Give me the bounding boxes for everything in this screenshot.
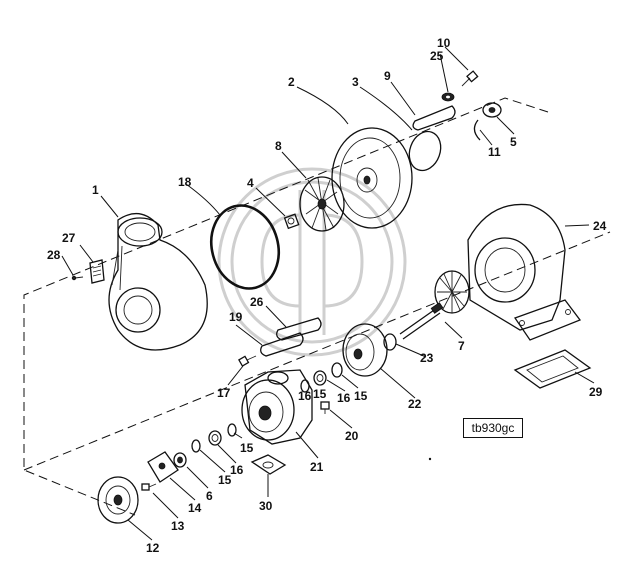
stray-mark bbox=[428, 457, 432, 461]
gasket-part-30 bbox=[250, 454, 287, 475]
collar-part-5 bbox=[482, 102, 502, 118]
callout-26: 26 bbox=[250, 295, 264, 309]
callout-5: 5 bbox=[510, 135, 517, 149]
piston-ring-part-23 bbox=[383, 333, 397, 351]
snap-ring-part-15-upper-a bbox=[300, 379, 310, 393]
callout-21: 21 bbox=[310, 460, 324, 474]
callout-30: 30 bbox=[259, 499, 273, 513]
compressor-wheel-part-8 bbox=[299, 176, 345, 232]
compressor-housing-part-1 bbox=[108, 213, 208, 351]
callout-7: 7 bbox=[458, 339, 465, 353]
clamp-part-9 bbox=[412, 105, 456, 131]
callout-labels: 1 2 3 4 5 6 7 8 9 10 11 12 13 14 15 15 1… bbox=[47, 36, 607, 555]
o-ring-part-18 bbox=[210, 204, 280, 290]
snap-ring-part-15-upper-b bbox=[331, 362, 343, 378]
washer-part-25 bbox=[441, 92, 455, 102]
snap-ring-part-11 bbox=[473, 119, 481, 141]
backplate-part-2 bbox=[331, 127, 413, 229]
thrust-bearing-part-14 bbox=[147, 451, 179, 483]
capscrew-part-13 bbox=[141, 483, 157, 491]
callout-6: 6 bbox=[206, 489, 213, 503]
callout-16-a: 16 bbox=[337, 391, 351, 405]
drive-screw-part-28 bbox=[71, 275, 84, 281]
callout-11: 11 bbox=[488, 145, 501, 159]
callout-17: 17 bbox=[217, 386, 231, 400]
turbine-shaft-part-7 bbox=[399, 270, 470, 340]
callout-24: 24 bbox=[593, 219, 607, 233]
callout-2: 2 bbox=[288, 75, 295, 89]
callout-15-c: 15 bbox=[240, 441, 254, 455]
callout-19: 19 bbox=[229, 310, 243, 324]
watermark-logo bbox=[217, 167, 407, 357]
plate-part-19 bbox=[260, 332, 304, 357]
turbine-housing-part-24 bbox=[467, 203, 582, 341]
insert-part-12 bbox=[97, 476, 139, 524]
callout-8: 8 bbox=[275, 139, 282, 153]
callout-9: 9 bbox=[384, 69, 391, 83]
callout-1: 1 bbox=[92, 183, 99, 197]
callout-29: 29 bbox=[589, 385, 603, 399]
callout-15-a: 15 bbox=[354, 389, 368, 403]
callout-15-d: 15 bbox=[218, 473, 232, 487]
callout-10: 10 bbox=[437, 36, 451, 50]
callout-leaders bbox=[61, 46, 595, 541]
callout-16-c: 16 bbox=[298, 389, 312, 403]
callout-20: 20 bbox=[345, 429, 359, 443]
nut-part-4 bbox=[283, 213, 300, 230]
callout-15-b: 15 bbox=[313, 387, 327, 401]
assembly-centerline bbox=[23, 97, 611, 516]
callout-3: 3 bbox=[352, 75, 359, 89]
clamp-part-26 bbox=[276, 317, 322, 341]
callout-14: 14 bbox=[188, 501, 202, 515]
capscrew-part-17 bbox=[238, 355, 257, 367]
callout-13: 13 bbox=[171, 519, 185, 533]
snap-ring-part-15-lower-a bbox=[227, 423, 237, 437]
data-plate-part-27 bbox=[89, 259, 105, 284]
journal-bearing-part-16-upper bbox=[313, 370, 327, 386]
gasket-part-29 bbox=[513, 349, 592, 389]
callout-23: 23 bbox=[420, 351, 434, 365]
callout-25: 25 bbox=[430, 49, 444, 63]
bearing-housing-part-21 bbox=[241, 369, 313, 445]
thrust-ring-part-6 bbox=[173, 452, 187, 468]
capscrew-part-10 bbox=[461, 70, 479, 87]
callout-18: 18 bbox=[178, 175, 192, 189]
seal-ring-part-3 bbox=[408, 130, 442, 172]
callout-16-b: 16 bbox=[230, 463, 244, 477]
callout-4: 4 bbox=[247, 176, 254, 190]
callout-27: 27 bbox=[62, 231, 76, 245]
heat-shield-part-22 bbox=[342, 323, 388, 377]
snap-ring-part-15-lower-b bbox=[191, 439, 201, 453]
callout-22: 22 bbox=[408, 397, 422, 411]
plug-part-20 bbox=[320, 401, 330, 414]
reference-code-label: tb930gc bbox=[463, 418, 523, 438]
callout-12: 12 bbox=[146, 541, 160, 555]
journal-bearing-part-16-lower bbox=[208, 430, 222, 446]
callout-28: 28 bbox=[47, 248, 61, 262]
